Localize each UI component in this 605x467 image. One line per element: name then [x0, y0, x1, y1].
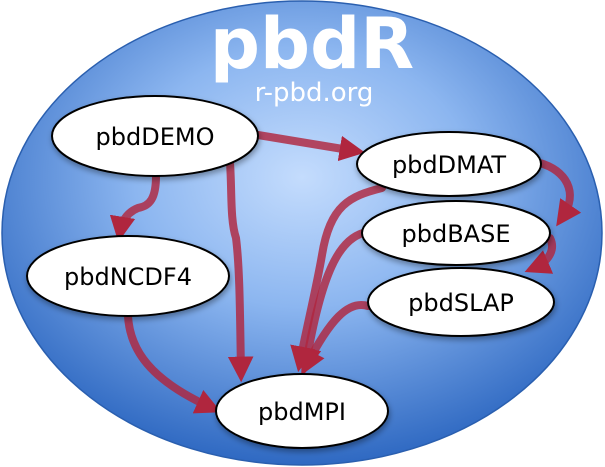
arrow-base-to-slap [524, 234, 556, 274]
arrow-demo-to-mpi [226, 159, 254, 383]
arrow-demo-to-dmat [254, 131, 366, 162]
node-pbddmat: pbdDMAT [356, 131, 542, 197]
node-pbdmpi: pbdMPI [215, 373, 389, 449]
node-pbdbase: pbdBASE [361, 200, 551, 266]
node-label-pbdncdf4: pbdNCDF4 [64, 263, 192, 291]
node-label-pbdslap: pbdSLAP [408, 289, 514, 317]
diagram-title: pbdR [210, 3, 414, 85]
diagram-subtitle: r-pbd.org [255, 78, 374, 108]
node-label-pbddemo: pbdDEMO [96, 123, 215, 151]
dependency-arrows [109, 131, 582, 414]
node-pbddemo: pbdDEMO [51, 95, 259, 177]
arrow-dmat-to-base [536, 159, 582, 227]
node-label-pbdmpi: pbdMPI [258, 398, 346, 426]
node-label-pbddmat: pbdDMAT [392, 151, 506, 179]
node-pbdslap: pbdSLAP [367, 267, 555, 337]
arrow-dmat-to-mpi [290, 184, 386, 373]
node-pbdncdf4: pbdNCDF4 [26, 235, 230, 317]
arrow-ncdf4-to-mpi [124, 312, 222, 414]
arrow-base-to-mpi [295, 229, 367, 375]
arrow-demo-to-ncdf4 [109, 172, 160, 243]
arrow-slap-to-mpi [301, 300, 372, 376]
node-label-pbdbase: pbdBASE [402, 220, 511, 248]
